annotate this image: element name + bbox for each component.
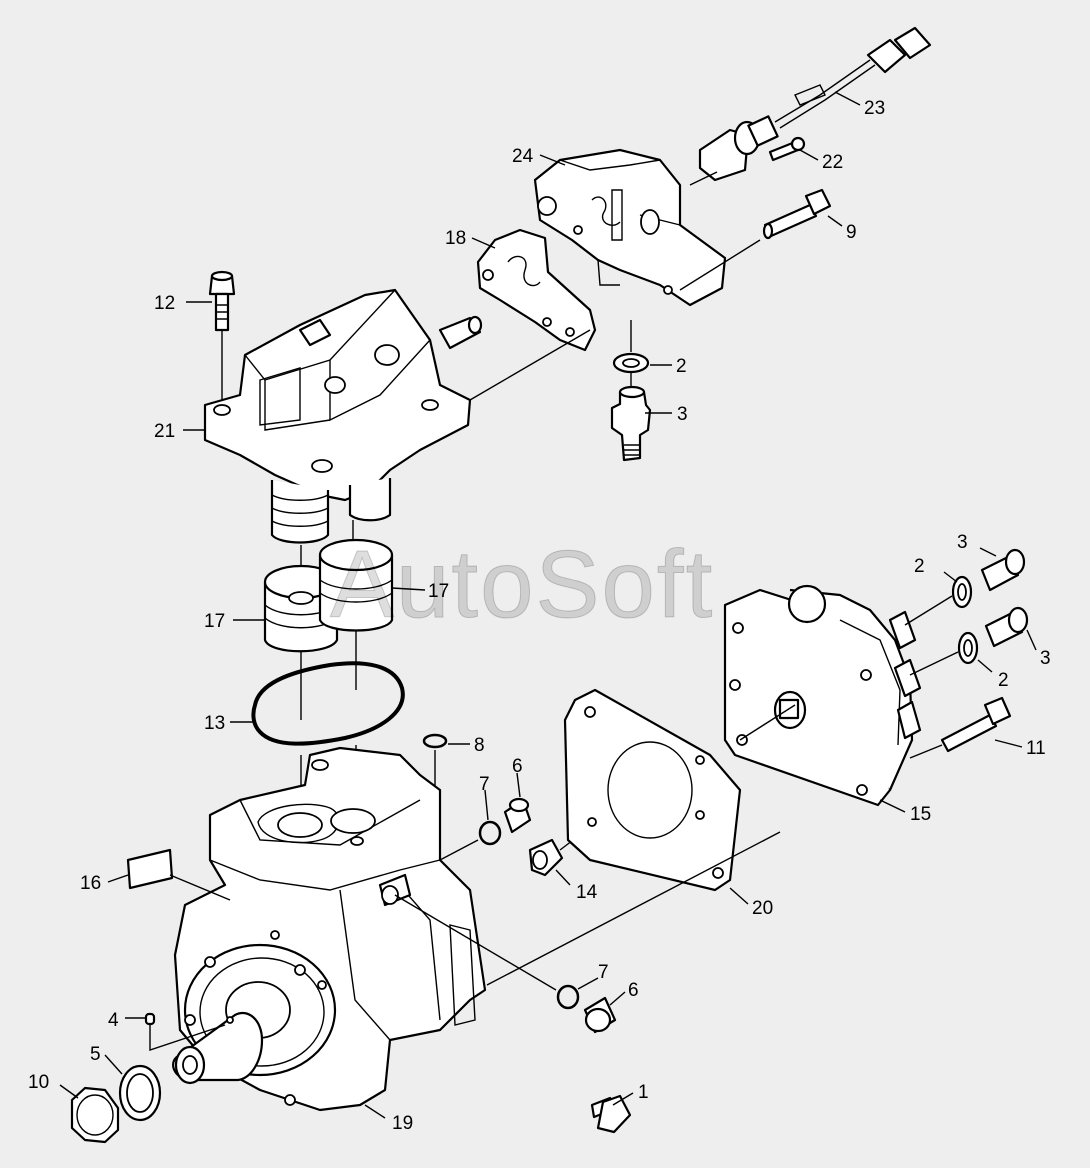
part-1-bolt bbox=[590, 1094, 632, 1134]
part-3-fitting-top bbox=[610, 385, 652, 462]
callout-3-right-lower: 3 bbox=[1040, 648, 1051, 669]
callout-23: 23 bbox=[864, 98, 885, 119]
callout-4: 4 bbox=[108, 1010, 119, 1031]
callout-20: 20 bbox=[752, 898, 773, 919]
callout-17-right: 17 bbox=[428, 581, 449, 602]
callout-1: 1 bbox=[638, 1082, 649, 1103]
part-7-oring-upper bbox=[478, 820, 502, 846]
part-19-pump-housing bbox=[172, 746, 487, 1112]
callout-2-right-upper: 2 bbox=[914, 556, 925, 577]
callout-3-right-upper: 3 bbox=[957, 532, 968, 553]
part-23-sensor-cable bbox=[698, 26, 932, 182]
part-13-oring bbox=[251, 661, 405, 746]
callout-19: 19 bbox=[392, 1113, 413, 1134]
callout-18: 18 bbox=[445, 228, 466, 249]
callout-11: 11 bbox=[1026, 738, 1046, 759]
callout-17-left: 17 bbox=[204, 611, 225, 632]
part-2-washer-top bbox=[612, 352, 650, 374]
callout-labels: 1 2 2 2 3 3 3 4 5 6 6 7 7 8 9 10 11 12 1… bbox=[28, 98, 1051, 1134]
part-2-washer-right-upper bbox=[951, 575, 973, 609]
part-24-valve-housing bbox=[533, 148, 727, 307]
callout-10: 10 bbox=[28, 1072, 49, 1093]
part-18-gasket bbox=[476, 228, 597, 352]
callout-5: 5 bbox=[90, 1044, 101, 1065]
callout-leaders bbox=[59, 91, 1037, 1119]
part-5-washer bbox=[118, 1064, 162, 1122]
callout-22: 22 bbox=[822, 152, 843, 173]
callout-13: 13 bbox=[204, 713, 225, 734]
callout-2-right-lower: 2 bbox=[998, 670, 1009, 691]
part-10-nut bbox=[70, 1086, 120, 1144]
part-4-key bbox=[144, 1012, 226, 1051]
part-3-fitting-right-upper bbox=[980, 548, 1026, 592]
right-fittings-axis-lines bbox=[904, 595, 959, 676]
callout-16: 16 bbox=[80, 873, 101, 894]
part-22-screw bbox=[768, 136, 806, 162]
callout-7-lower: 7 bbox=[598, 962, 609, 983]
callout-14: 14 bbox=[576, 882, 598, 903]
callout-24: 24 bbox=[512, 146, 534, 167]
part-15-pump-unit bbox=[723, 584, 922, 807]
part-12-bolt bbox=[208, 270, 236, 332]
part-17-piston-right bbox=[318, 538, 394, 632]
callout-12: 12 bbox=[154, 293, 175, 314]
callout-3-top: 3 bbox=[677, 404, 688, 425]
part-9-bolt bbox=[762, 188, 832, 240]
callout-6-upper: 6 bbox=[512, 756, 523, 777]
part-7-oring-lower bbox=[394, 894, 580, 1010]
callout-15: 15 bbox=[910, 804, 931, 825]
callout-9: 9 bbox=[846, 222, 857, 243]
callout-7-upper: 7 bbox=[479, 774, 490, 795]
part-16-label bbox=[126, 848, 231, 901]
callout-8: 8 bbox=[474, 735, 485, 756]
callout-21: 21 bbox=[154, 421, 175, 442]
part-21-head-cover bbox=[203, 288, 483, 544]
callout-2-top: 2 bbox=[676, 356, 687, 377]
callout-6-lower: 6 bbox=[628, 980, 639, 1001]
part-6-plug-lower bbox=[583, 996, 617, 1034]
part-11-bolt bbox=[909, 696, 1012, 759]
part-3-fitting-right-lower bbox=[984, 606, 1029, 648]
part-2-washer-right-lower bbox=[957, 631, 979, 665]
part-20-gasket-plate bbox=[486, 688, 781, 986]
part-6-plug-upper bbox=[439, 797, 532, 861]
